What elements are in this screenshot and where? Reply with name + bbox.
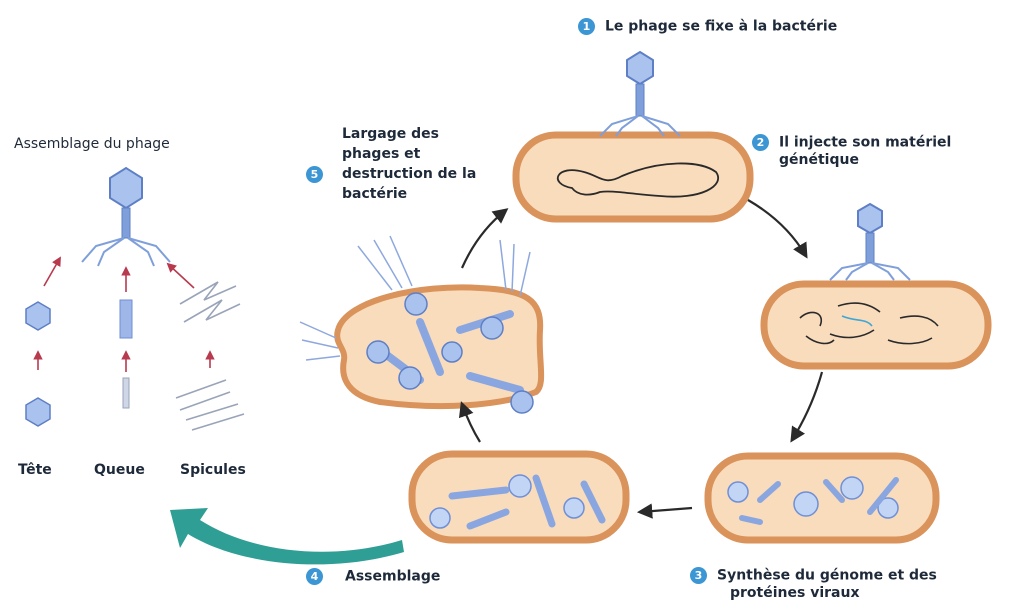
bacterium-step-4 — [412, 454, 626, 540]
step-2-line-1: Il injecte son matériel — [779, 135, 951, 151]
step-1-text: Le phage se fixe à la bactérie — [605, 19, 837, 35]
step-5-line-1: Largage des — [342, 126, 439, 142]
assembly-title: Assemblage du phage — [14, 136, 170, 153]
bacterium-step-2 — [764, 284, 988, 366]
step-2-line-2: génétique — [779, 152, 859, 168]
arrow-5-to-1 — [462, 210, 506, 268]
step-4-text: Assemblage — [345, 569, 440, 585]
step-2-label: 2 Il injecte son matériel génétique — [752, 134, 951, 169]
return-arrow — [170, 508, 404, 564]
step-5-line-4: bactérie — [342, 186, 407, 202]
arrow-2-to-3 — [792, 372, 822, 440]
arrow-1-to-2 — [748, 200, 806, 256]
part-label-tail: Queue — [94, 462, 145, 479]
step-5-label: Largage des phages et 5 destruction de la… — [306, 124, 476, 204]
part-label-spikes: Spicules — [180, 462, 246, 479]
step-5-badge: 5 — [306, 166, 323, 183]
step-4-label: 4 Assemblage — [306, 568, 440, 586]
phage-attached-1 — [600, 52, 680, 136]
step-3-badge: 3 — [690, 567, 707, 584]
step-3-label: 3 Synthèse du génome et des protéines vir… — [690, 567, 937, 602]
arrow-3-to-4 — [640, 508, 692, 512]
step-1-badge: 1 — [578, 18, 595, 35]
step-4-badge: 4 — [306, 568, 323, 585]
step-5-line-2: phages et — [342, 146, 420, 162]
step-3-line-1: Synthèse du génome et des — [717, 568, 937, 584]
bacterium-step-1 — [516, 135, 750, 219]
arrow-4-to-5 — [462, 404, 480, 442]
phage-attached-2 — [830, 204, 910, 280]
step-1-label: 1 Le phage se fixe à la bactérie — [578, 18, 837, 36]
bacterium-step-5-burst — [300, 236, 541, 413]
part-label-head: Tête — [18, 462, 52, 479]
assembled-phage — [82, 168, 170, 266]
step-2-badge: 2 — [752, 134, 769, 151]
step-3-line-2: protéines viraux — [730, 585, 859, 601]
step-5-line-3: destruction de la — [342, 166, 476, 182]
bacterium-step-3 — [708, 456, 936, 540]
